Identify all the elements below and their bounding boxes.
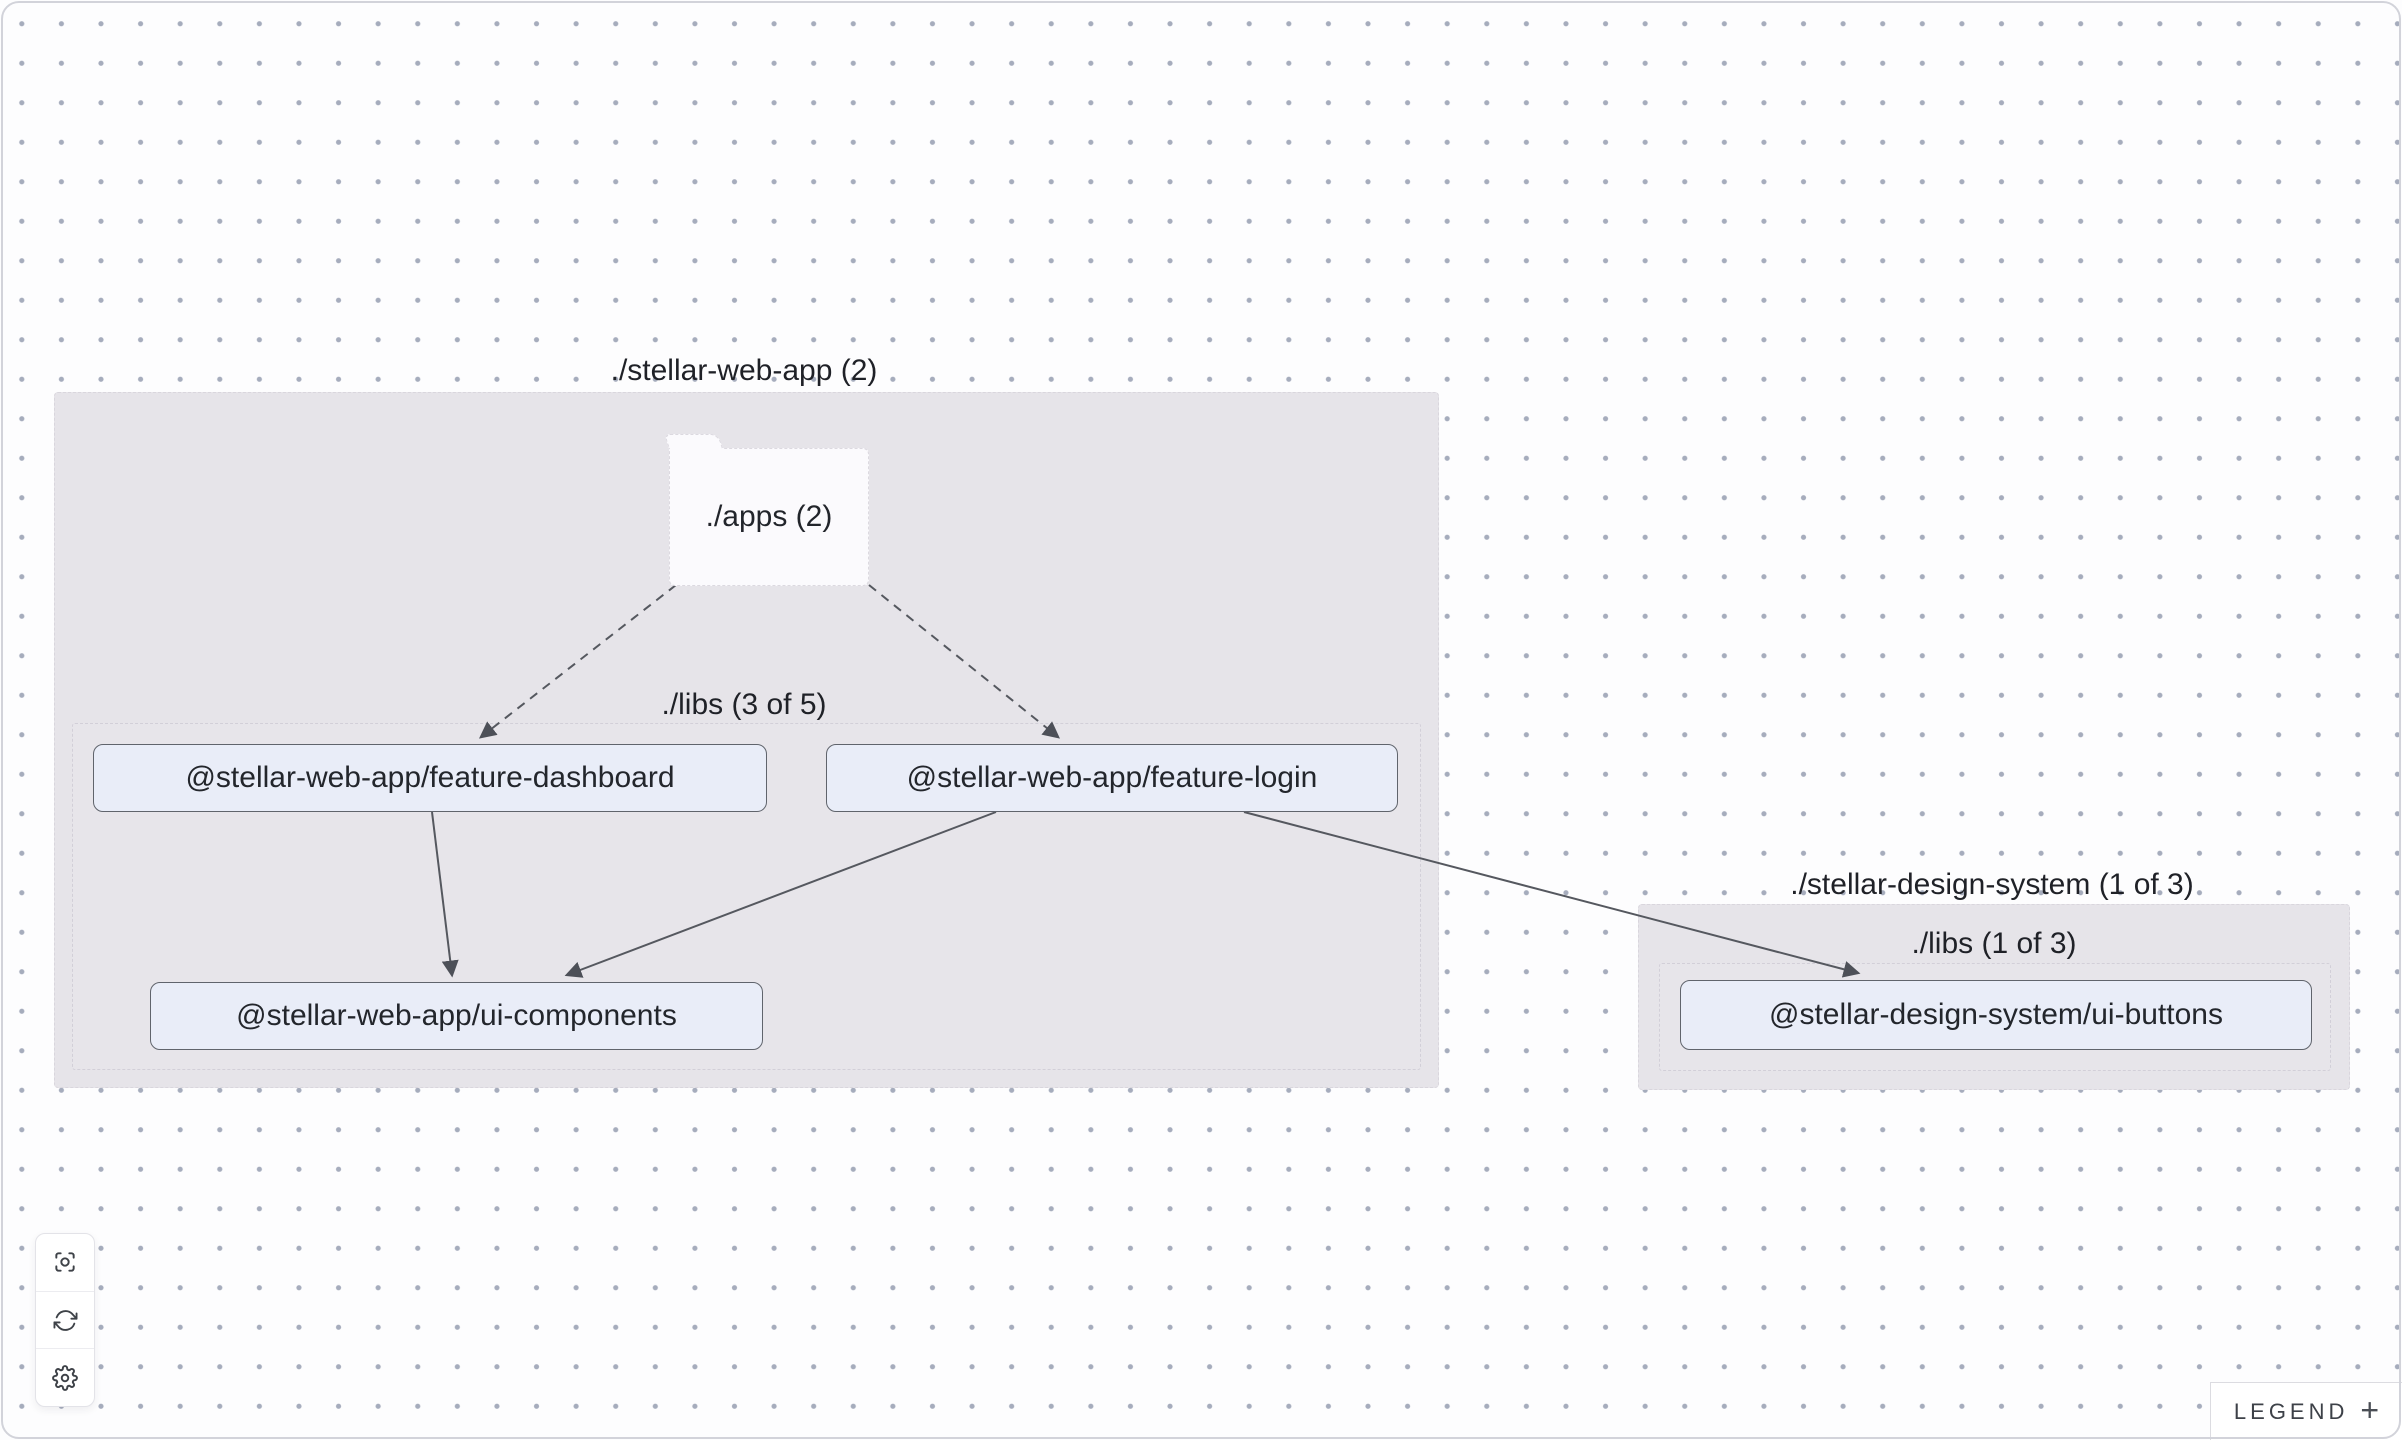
- project-node-label: @stellar-web-app/ui-components: [236, 999, 677, 1032]
- refresh-button[interactable]: [36, 1290, 94, 1349]
- project-node-feature-dashboard[interactable]: @stellar-web-app/feature-dashboard: [93, 744, 767, 812]
- project-node-ui-components[interactable]: @stellar-web-app/ui-components: [150, 982, 763, 1050]
- project-node-label: @stellar-design-system/ui-buttons: [1769, 998, 2223, 1031]
- project-node-ui-buttons[interactable]: @stellar-design-system/ui-buttons: [1680, 980, 2312, 1050]
- group-label-stellar-web-app: ./stellar-web-app (2): [610, 354, 878, 387]
- edge-apps-to-feature-dashboard[interactable]: [478, 584, 677, 739]
- gear-icon: [52, 1364, 78, 1391]
- edge-apps-to-feature-login[interactable]: [868, 584, 1060, 739]
- settings-button[interactable]: [36, 1348, 94, 1406]
- folder-node-apps-label: ./apps (2): [705, 500, 833, 533]
- group-label-stellar-design-system: ./stellar-design-system (1 of 3): [1790, 868, 2194, 901]
- edge-feature-login-to-ui-components[interactable]: [564, 811, 997, 978]
- refresh-icon: [53, 1309, 77, 1331]
- group-label-web-app-libs: ./libs (3 of 5): [661, 688, 827, 721]
- project-node-label: @stellar-web-app/feature-login: [906, 761, 1318, 794]
- project-node-feature-login[interactable]: @stellar-web-app/feature-login: [826, 744, 1398, 812]
- group-label-design-system-libs: ./libs (1 of 3): [1911, 927, 2077, 960]
- plus-icon: +: [2360, 1392, 2380, 1428]
- legend-label: LEGEND: [2233, 1398, 2349, 1424]
- folder-node-apps[interactable]: ./apps (2): [669, 448, 869, 586]
- project-node-label: @stellar-web-app/feature-dashboard: [185, 761, 675, 794]
- focus-icon: [55, 1252, 75, 1272]
- edge-feature-dashboard-to-ui-components[interactable]: [431, 811, 459, 978]
- graph-toolbar: [35, 1233, 95, 1407]
- focus-button[interactable]: [36, 1234, 94, 1291]
- edge-feature-login-to-ui-buttons[interactable]: [1243, 811, 1861, 978]
- legend-toggle[interactable]: LEGEND +: [2210, 1382, 2402, 1440]
